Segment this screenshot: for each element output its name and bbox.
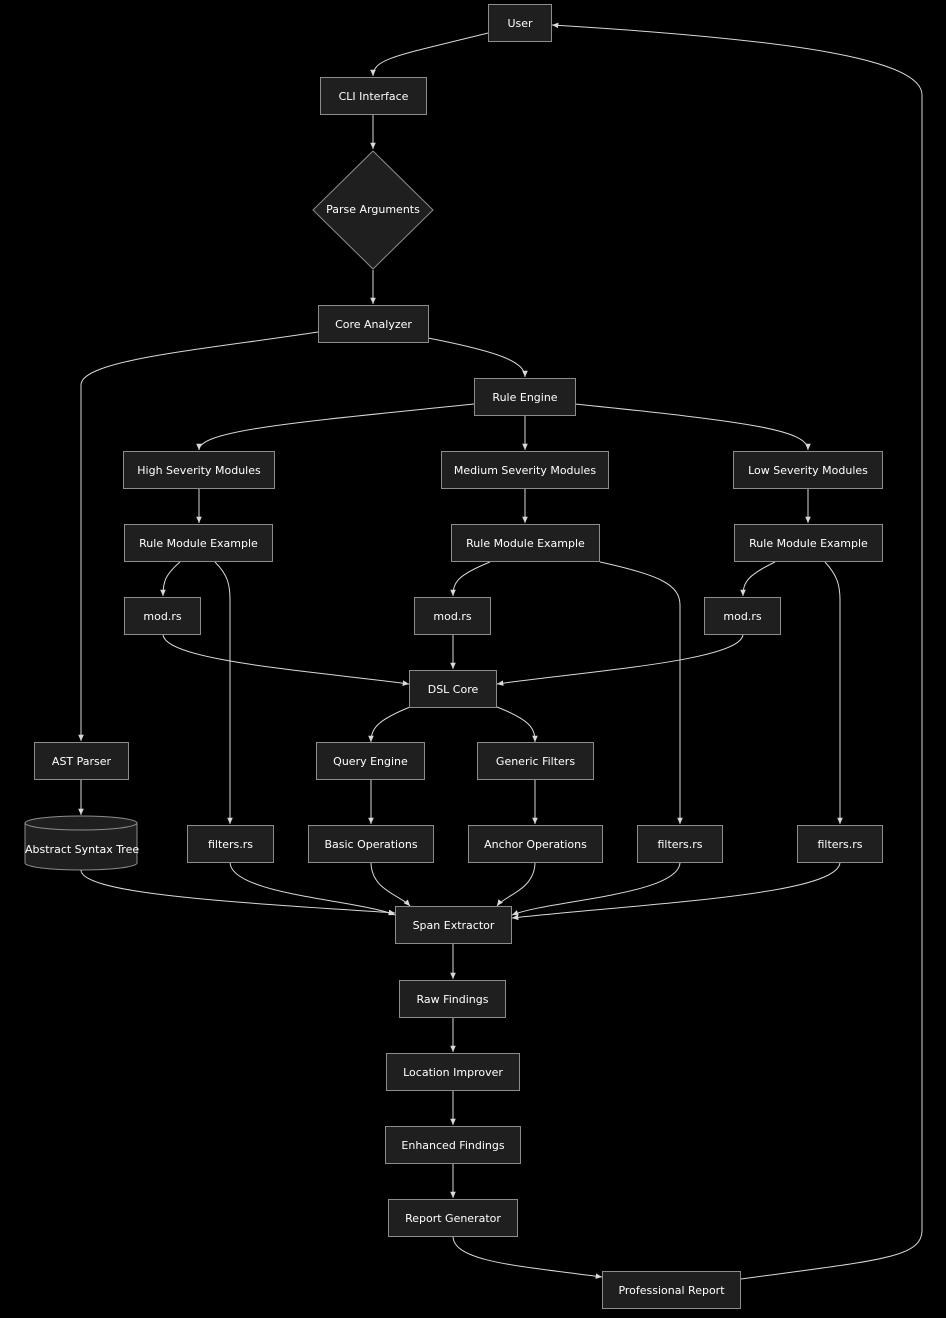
edge-core-rule-engine <box>427 337 528 378</box>
node-enhanced-findings: Enhanced Findings <box>385 1126 521 1164</box>
node-report-generator: Report Generator <box>388 1199 518 1237</box>
node-rule-module-example-medium: Rule Module Example <box>451 524 600 562</box>
node-basic-operations: Basic Operations <box>308 825 434 863</box>
edge-rme-low-mod <box>740 561 776 597</box>
edge-report-user <box>551 22 923 1280</box>
node-cli-interface: CLI Interface <box>320 77 427 115</box>
edge-anchor-span <box>496 861 536 907</box>
edge-rme-high-mod <box>160 561 181 597</box>
edge-user-cli <box>370 32 489 77</box>
node-ast-parser: AST Parser <box>34 742 129 780</box>
node-mod-rs-medium: mod.rs <box>414 597 491 635</box>
edge-filters-low-span <box>511 861 841 921</box>
node-mod-rs-low: mod.rs <box>704 597 781 635</box>
node-core-analyzer: Core Analyzer <box>318 305 429 343</box>
node-parse-arguments: Parse Arguments <box>326 203 420 216</box>
node-filters-rs-low: filters.rs <box>797 825 883 863</box>
node-professional-report: Professional Report <box>602 1271 741 1309</box>
node-abstract-syntax-tree: Abstract Syntax Tree <box>25 843 140 856</box>
edge-rme-high-filters <box>214 561 233 824</box>
edge-rule-high <box>196 403 475 451</box>
edge-core-ast-parser <box>78 331 319 741</box>
edge-report-gen-report <box>452 1235 603 1279</box>
edge-dsl-generic <box>496 706 538 743</box>
edge-dsl-query <box>368 706 411 743</box>
node-generic-filters: Generic Filters <box>477 742 594 780</box>
edge-rme-low-filters <box>824 561 843 824</box>
node-location-improver: Location Improver <box>386 1053 520 1091</box>
abstract-syntax-tree-cylinder <box>24 815 138 871</box>
node-rule-module-example-low: Rule Module Example <box>734 524 883 562</box>
node-rule-engine: Rule Engine <box>474 378 576 416</box>
node-high-severity-modules: High Severity Modules <box>123 451 275 489</box>
node-dsl-core: DSL Core <box>409 670 497 708</box>
node-medium-severity-modules: Medium Severity Modules <box>441 451 609 489</box>
node-mod-rs-high: mod.rs <box>124 597 201 635</box>
node-filters-rs-high: filters.rs <box>187 825 274 863</box>
edge-ast-span <box>80 869 396 916</box>
edge-basic-span <box>370 861 411 907</box>
edge-filters-high-span <box>229 861 396 916</box>
node-filters-rs-medium: filters.rs <box>637 825 723 863</box>
edge-rme-medium-filters <box>599 561 683 824</box>
parse-arguments-diamond <box>312 150 434 270</box>
node-user: User <box>488 4 552 42</box>
edge-rule-low <box>574 403 811 451</box>
edge-filters-medium-span <box>511 861 681 916</box>
node-raw-findings: Raw Findings <box>399 980 506 1018</box>
edge-rme-medium-mod <box>450 561 491 597</box>
edge-mod-high-dsl <box>162 633 410 686</box>
node-rule-module-example-high: Rule Module Example <box>124 524 273 562</box>
edge-mod-low-dsl <box>496 633 744 686</box>
node-span-extractor: Span Extractor <box>395 906 512 944</box>
node-anchor-operations: Anchor Operations <box>468 825 603 863</box>
node-low-severity-modules: Low Severity Modules <box>733 451 883 489</box>
node-query-engine: Query Engine <box>316 742 425 780</box>
